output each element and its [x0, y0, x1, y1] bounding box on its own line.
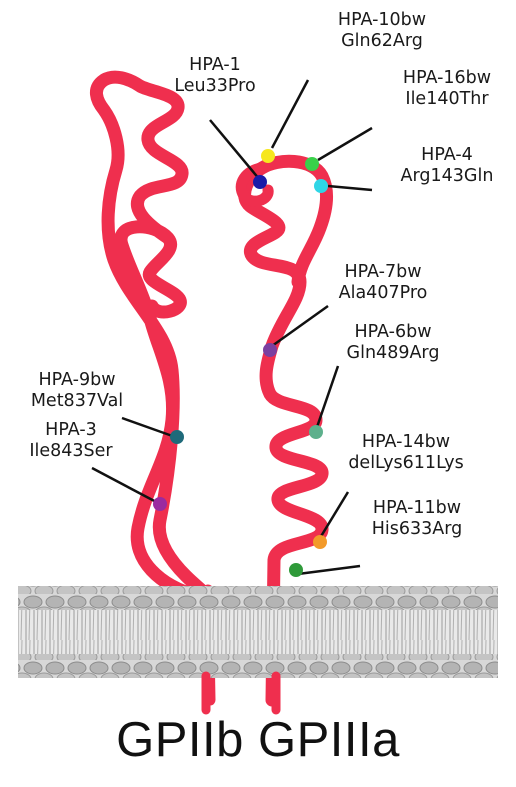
label-hpa1-mutation: Leu33Pro — [160, 76, 270, 97]
marker-hpa1 — [253, 175, 267, 189]
label-hpa9-mutation: Met837Val — [16, 391, 138, 412]
label-hpa7-name: HPA-7bw — [322, 262, 444, 283]
label-hpa10: HPA-10bw Gln62Arg — [322, 10, 442, 52]
marker-hpa9 — [170, 430, 184, 444]
label-hpa9: HPA-9bw Met837Val — [16, 370, 138, 412]
label-hpa3: HPA-3 Ile843Ser — [16, 420, 126, 462]
label-hpa10-mutation: Gln62Arg — [322, 31, 442, 52]
label-hpa11-name: HPA-11bw — [356, 498, 478, 519]
marker-hpa16 — [305, 157, 319, 171]
label-hpa14-name: HPA-14bw — [338, 432, 474, 453]
label-hpa9-name: HPA-9bw — [16, 370, 138, 391]
label-hpa1-name: HPA-1 — [160, 55, 270, 76]
label-hpa14: HPA-14bw delLys611Lys — [338, 432, 474, 474]
marker-hpa3 — [153, 497, 167, 511]
label-hpa10-name: HPA-10bw — [322, 10, 442, 31]
label-hpa4-mutation: Arg143Gln — [386, 166, 508, 187]
label-hpa7: HPA-7bw Ala407Pro — [322, 262, 444, 304]
label-hpa11-mutation: His633Arg — [356, 519, 478, 540]
label-hpa16-name: HPA-16bw — [386, 68, 508, 89]
marker-hpa4 — [314, 179, 328, 193]
label-hpa3-mutation: Ile843Ser — [16, 441, 126, 462]
label-hpa3-name: HPA-3 — [16, 420, 126, 441]
label-hpa1: HPA-1 Leu33Pro — [160, 55, 270, 97]
label-hpa6: HPA-6bw Gln489Arg — [332, 322, 454, 364]
marker-hpa7 — [263, 343, 277, 357]
label-hpa16: HPA-16bw Ile140Thr — [386, 68, 508, 110]
label-hpa4: HPA-4 Arg143Gln — [386, 145, 508, 187]
diagram-title: GPIIb GPIIIa — [0, 712, 516, 768]
label-hpa6-mutation: Gln489Arg — [332, 343, 454, 364]
label-hpa6-name: HPA-6bw — [332, 322, 454, 343]
label-hpa7-mutation: Ala407Pro — [322, 283, 444, 304]
label-hpa4-name: HPA-4 — [386, 145, 508, 166]
gpiib-chain — [96, 77, 208, 596]
marker-hpa14 — [289, 563, 303, 577]
cell-membrane — [18, 586, 498, 678]
leader-lines — [92, 80, 372, 574]
marker-hpa10 — [261, 149, 275, 163]
marker-hpa11 — [313, 535, 327, 549]
label-hpa14-mutation: delLys611Lys — [338, 453, 474, 474]
label-hpa16-mutation: Ile140Thr — [386, 89, 508, 110]
label-hpa11: HPA-11bw His633Arg — [356, 498, 478, 540]
marker-hpa6 — [309, 425, 323, 439]
